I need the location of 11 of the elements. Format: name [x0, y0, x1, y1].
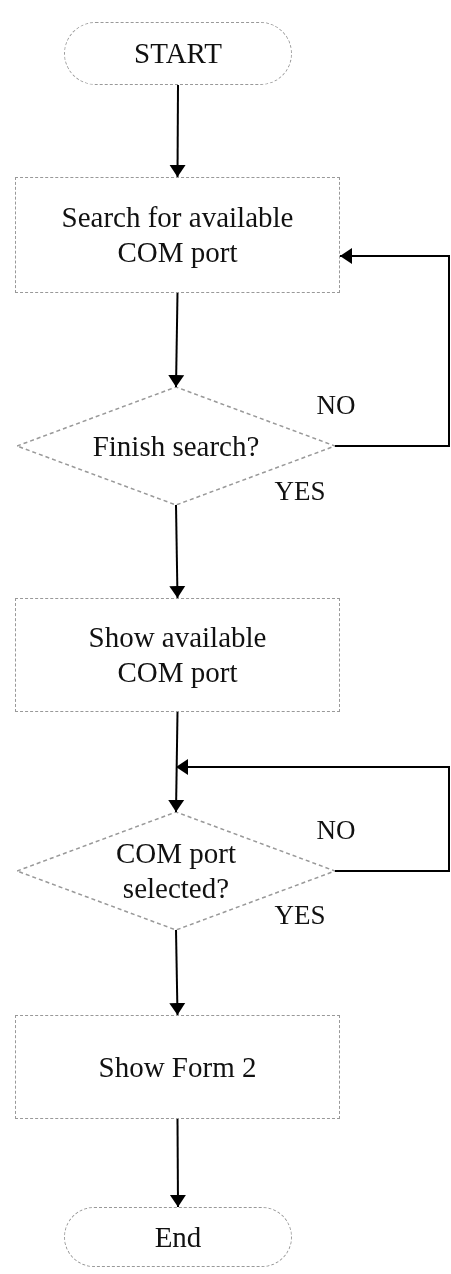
process-box: Show available COM port: [15, 598, 340, 712]
arrow: [334, 248, 450, 447]
arrow: [175, 759, 450, 872]
process-box: Show Form 2: [15, 1015, 340, 1119]
arrow: [169, 929, 186, 1016]
arrow: [169, 84, 186, 178]
arrow: [169, 504, 186, 599]
arrow: [168, 711, 185, 813]
arrow: [168, 292, 185, 388]
process-box: Search for available COM port: [15, 177, 340, 293]
arrow: [169, 1118, 186, 1208]
